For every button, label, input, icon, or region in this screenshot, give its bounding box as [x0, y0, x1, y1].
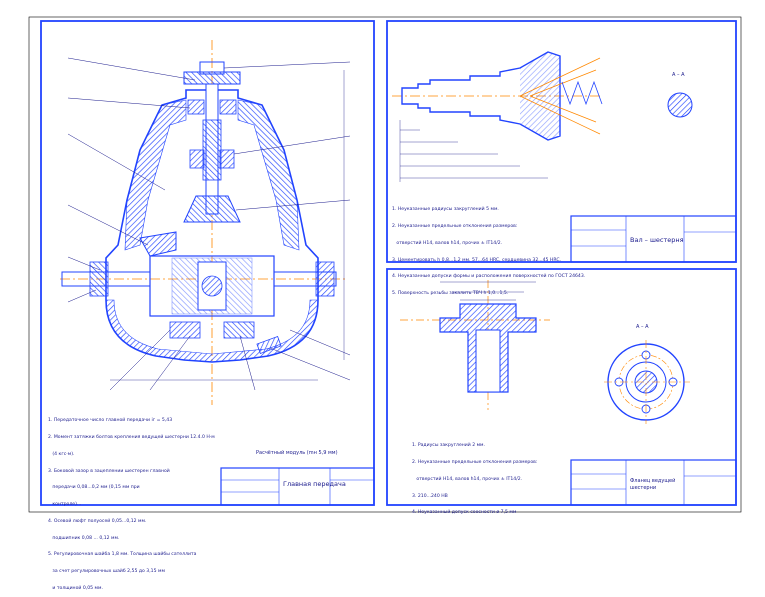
drawing-1-notes: 1. Передаточное число главной передачи i…	[48, 407, 218, 597]
note-line: 2. Неуказанные предельные отклонения раз…	[392, 223, 518, 229]
title-block-2	[570, 215, 737, 263]
drawing-2-section-label: А – А	[672, 72, 685, 78]
drawing-3-title: Фланец ведущей шестерни	[630, 478, 676, 491]
drawing-2-title: Вал – шестерня	[630, 236, 684, 244]
note-line: передачи 0,08...0,2 мм (0,15 мм при	[48, 485, 140, 491]
sheet-frames	[28, 16, 742, 513]
note-line: 3. 210...240 НВ	[412, 493, 448, 499]
note-line: отверстий Н14, валов h14, прочих ± IT14/…	[392, 240, 503, 246]
note-line: 4. Осевой люфт полуосей 0,05...0,12 мм.	[48, 518, 147, 524]
note-line: 3. Боковой зазор в зацеплении шестерен г…	[48, 468, 170, 474]
note-line: 3. Цементировать h 0,8...1,2 мм. 57...64…	[392, 257, 562, 263]
note-line: и толщиной 0,05 мм.	[48, 586, 103, 591]
note-line: 1. Неуказанные радиусы закруглений 5 мм.	[392, 207, 499, 213]
note-line: контроле)...	[48, 502, 82, 508]
flange-drawing	[400, 280, 690, 424]
drawing-1-title: Главная передача	[283, 480, 346, 488]
drawing-2-notes: 1. Неуказанные радиусы закруглений 5 мм.…	[392, 196, 586, 302]
section-a-a-circle	[667, 92, 693, 118]
note-line: 4. Неуказанный допуск соосности ø 7,5 мм	[412, 510, 517, 516]
title-block-3	[570, 459, 737, 506]
note-line: 1. Передаточное число главной передачи i…	[48, 418, 173, 424]
drawing-3-section-label: А – А	[636, 324, 649, 330]
drive-pinion	[183, 195, 241, 223]
shaft-pinion-drawing	[392, 51, 693, 182]
note-line: подшипник 0,08 ... 0,12 мм.	[48, 535, 120, 541]
note-line: 2. Неуказанные предельные отклонения раз…	[412, 459, 538, 465]
note-line: 4. Неуказанные допуски формы и расположе…	[392, 274, 586, 280]
final-drive-assembly	[60, 40, 351, 405]
ring-gear	[139, 231, 177, 257]
note-line: 2. Момент затяжки болтов крепления ведущ…	[48, 434, 215, 440]
note-line: 5. Регулировочная шайба 1,8 мм. Толщина …	[48, 552, 197, 558]
drawing-sheet	[28, 16, 742, 513]
note-line: за счет регулировочных шайб 2,55 до 3,15…	[48, 569, 165, 575]
note-line: (4 кгс·м).	[48, 451, 75, 457]
note-line: 1. Радиусы закруглений 2 мм.	[412, 443, 485, 449]
note-line: отверстий Н14, валов h14, прочих ± IT14/…	[412, 476, 523, 482]
title-block-1	[220, 467, 375, 506]
drawing-3-notes: 1. Радиусы закруглений 2 мм. 2. Неуказан…	[412, 432, 568, 522]
note-line: 5. Поверхность резьбы закалить ТВЧ h 1,0…	[392, 291, 509, 297]
drawing-1-caption: Расчётный модуль (mн 5,9 мм)	[256, 450, 338, 456]
